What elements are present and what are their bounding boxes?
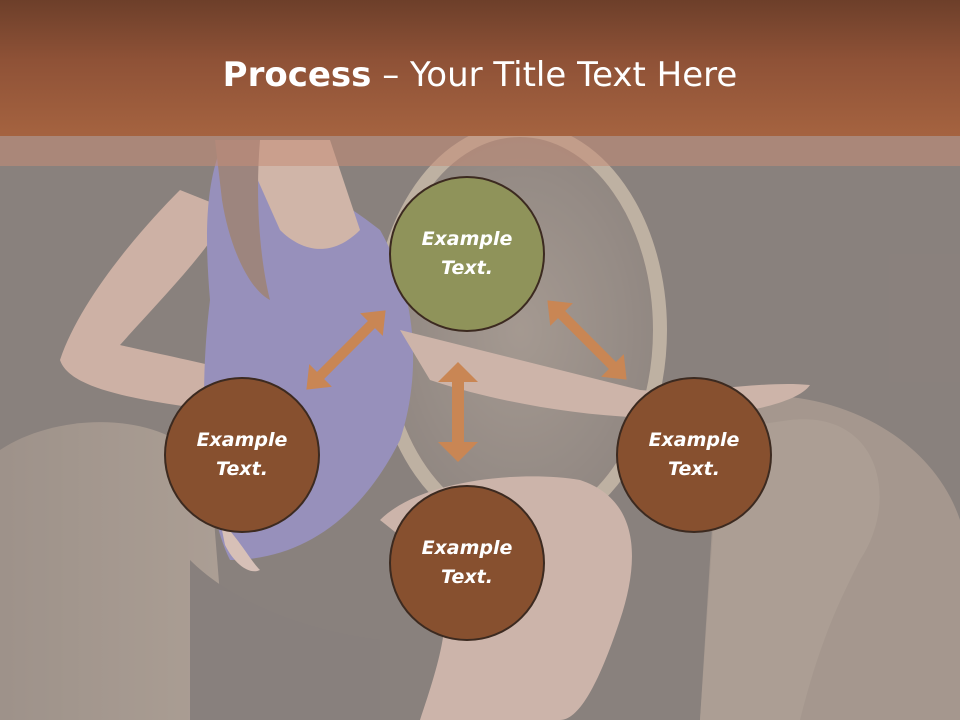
node-bottom-text: Example Text. — [421, 537, 513, 588]
title-bar — [0, 0, 960, 136]
process-node-top: Example Text. — [389, 176, 545, 332]
node-left-text: Example Text. — [196, 429, 288, 480]
arrow-left-top — [306, 310, 386, 390]
process-node-bottom: Example Text. — [389, 485, 545, 641]
slide-title: Process – Your Title Text Here — [0, 52, 960, 98]
process-node-right: Example Text. — [616, 377, 772, 533]
title-bold: Process — [222, 55, 372, 95]
process-node-left: Example Text. — [164, 377, 320, 533]
arrow-vertical — [438, 362, 478, 462]
title-band — [0, 136, 960, 166]
node-top-text: Example Text. — [421, 228, 513, 279]
arrow-top-right — [547, 300, 627, 380]
title-text: Your Title Text Here — [410, 55, 738, 95]
title-separator: – — [371, 55, 411, 95]
node-right-text: Example Text. — [648, 429, 740, 480]
